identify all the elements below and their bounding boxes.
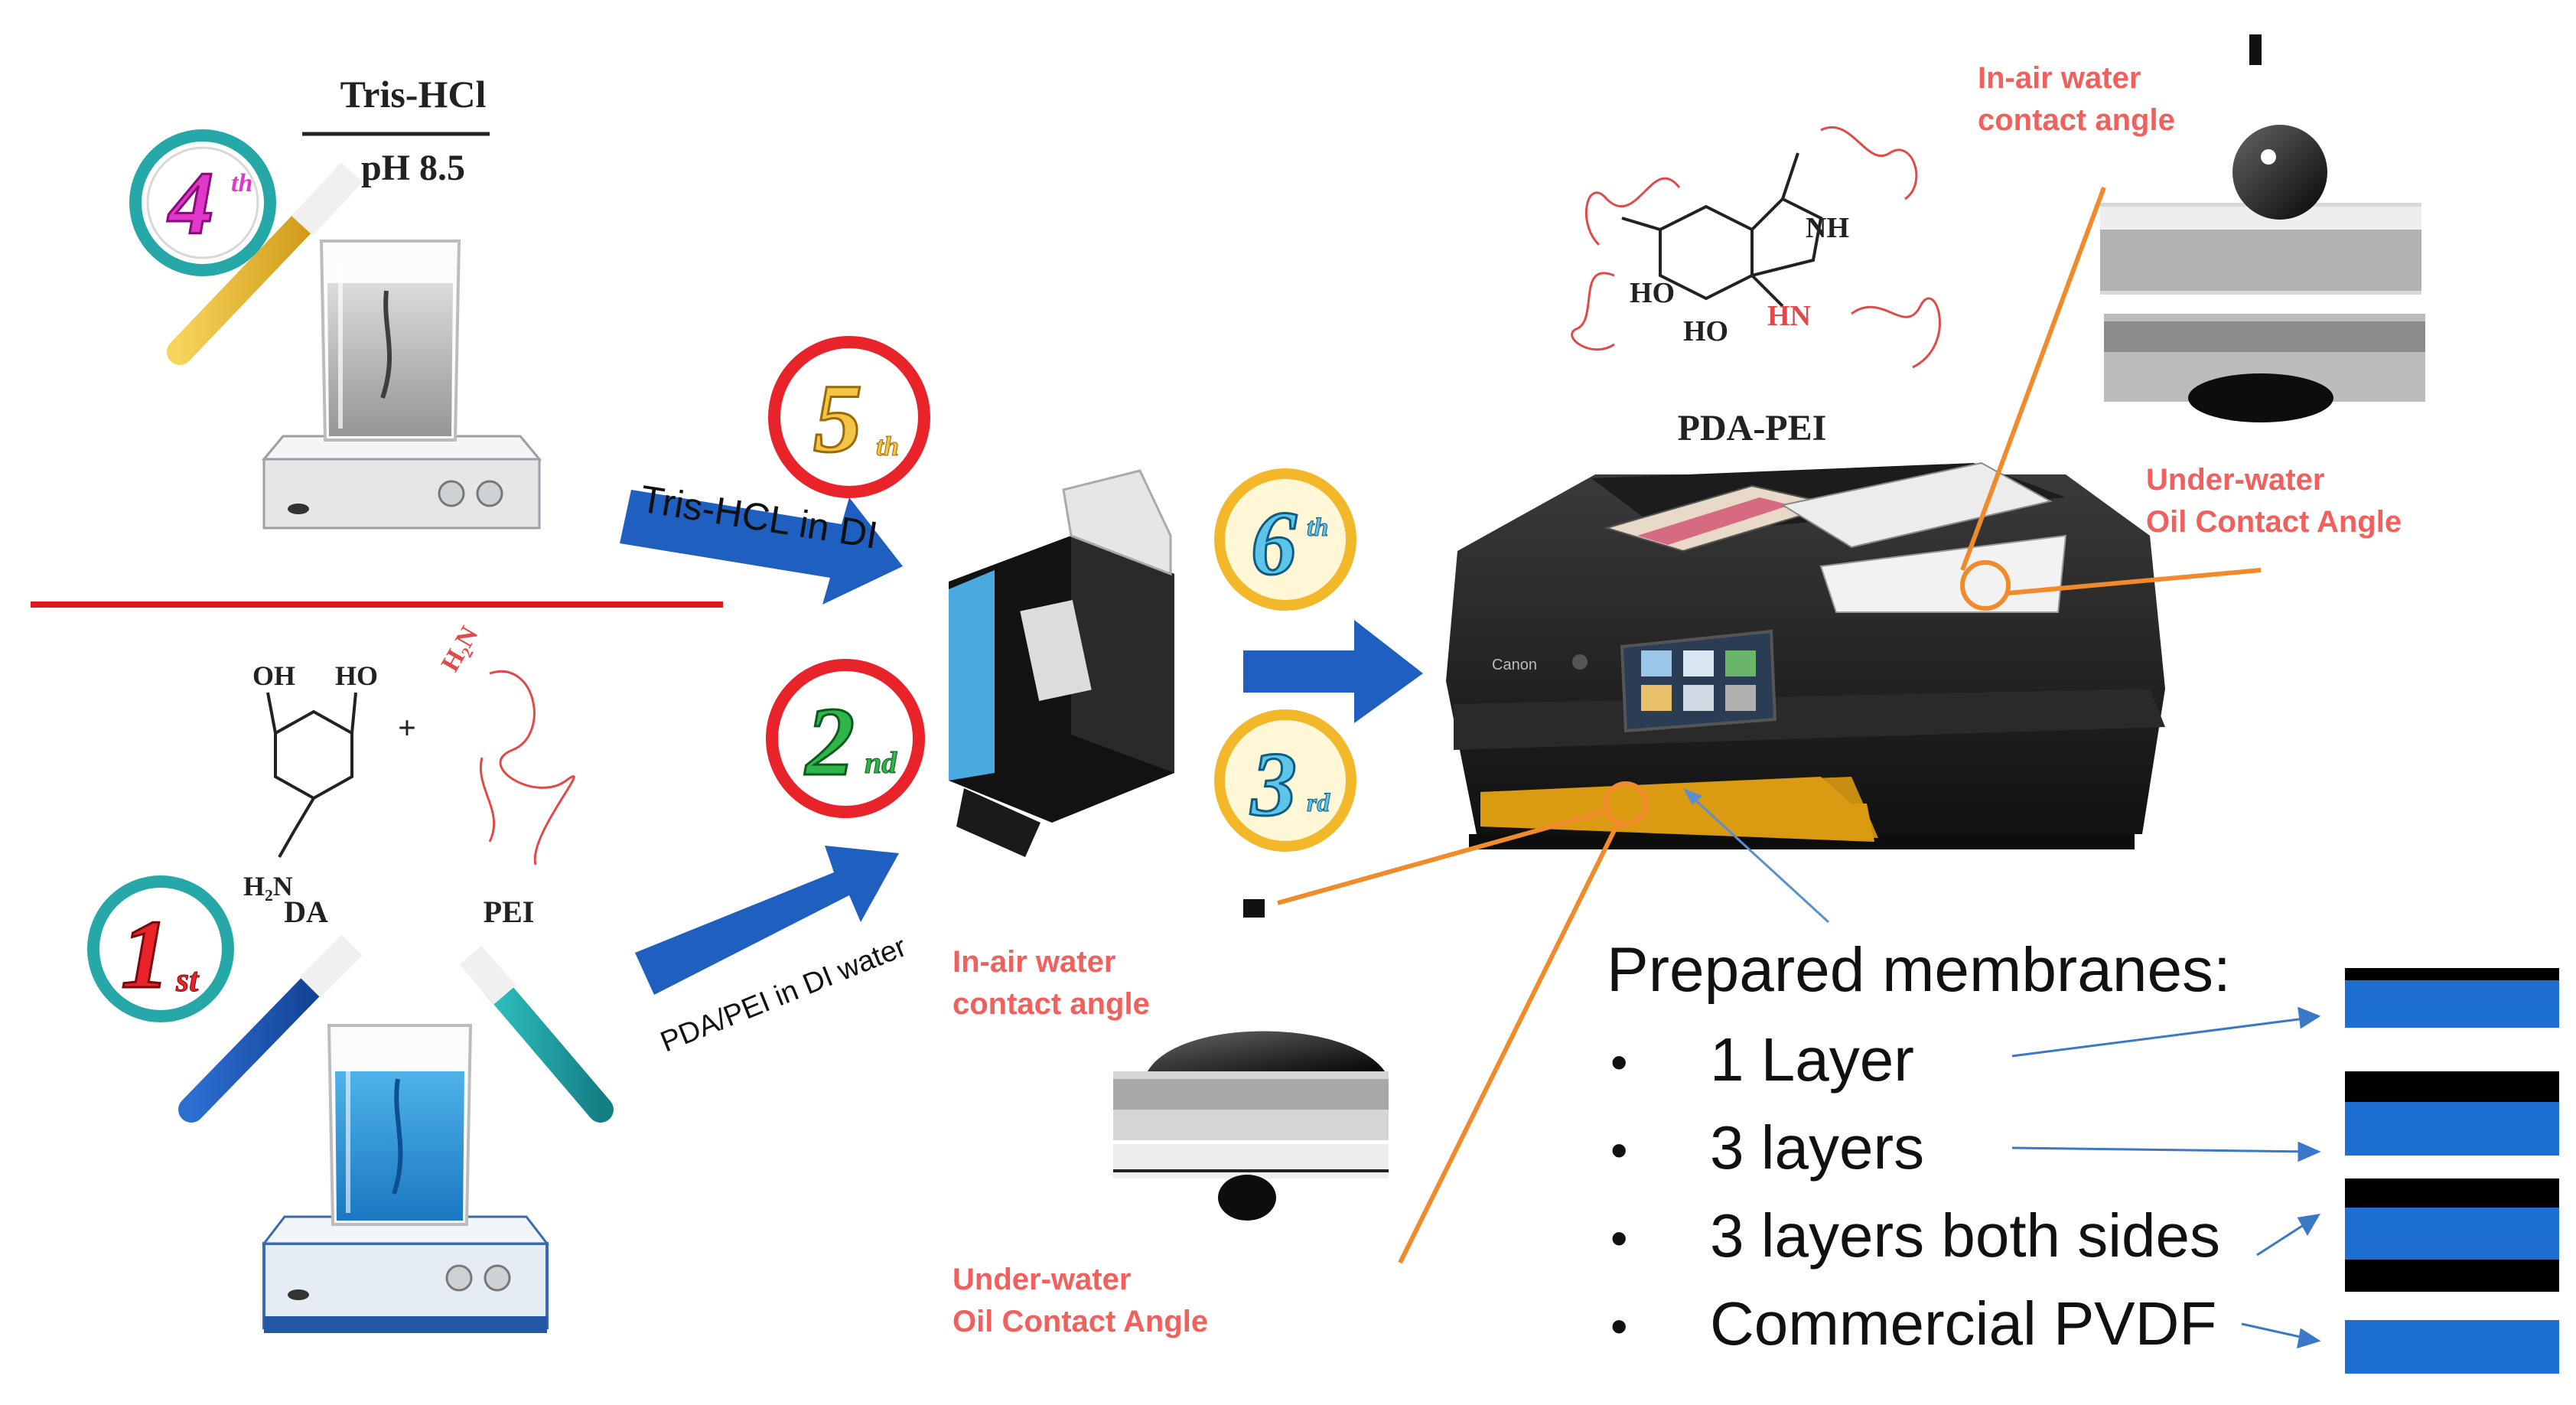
top-inair-line1: In-air water	[1978, 61, 2141, 95]
bottom-inair-label: In-air water contact angle	[953, 945, 1150, 1021]
top-callout-circle	[1960, 560, 2011, 611]
top-underwater-line1: Under-water	[2146, 463, 2324, 497]
test-tube-teal	[459, 945, 614, 1123]
step-badge-5th: 5 th	[768, 336, 930, 498]
top-callout-line-b	[2008, 568, 2262, 595]
bottom-inair-droplet-image	[1113, 1031, 1389, 1140]
beaker-gray	[319, 240, 461, 442]
dopamine-structure: OH HO H₂N	[243, 660, 378, 901]
buffer-header: Tris-HCl pH 8.5	[302, 73, 490, 188]
bullet-4: •	[1610, 1299, 1627, 1354]
beaker-blue	[327, 1024, 473, 1226]
badge-4-number: 4	[168, 153, 214, 253]
badge-2-number: 2	[804, 687, 855, 796]
bottom-underwater-droplet-image	[1113, 1144, 1389, 1221]
pda-hn-label: HN	[1767, 300, 1811, 332]
pei-structure: H₂N	[436, 621, 575, 865]
swatch-3-layers-both-sides	[2345, 1178, 2559, 1292]
pda-pei-structure: NH HO HO HN	[1571, 126, 1941, 369]
membrane-item-1: 1 Layer	[1710, 1025, 1914, 1094]
top-underwater-label: Under-water Oil Contact Angle	[2146, 463, 2402, 539]
top-underwater-line2: Oil Contact Angle	[2146, 505, 2402, 539]
badge-4-suffix: th	[231, 169, 252, 197]
step-badge-3rd: 3 rd	[1214, 709, 1356, 852]
top-callout-line-a	[1960, 186, 2106, 572]
buffer-top-label: Tris-HCl	[340, 73, 487, 116]
badge-6-number: 6	[1251, 492, 1297, 594]
badge-5-number: 5	[813, 364, 862, 473]
dopamine-oh-label: OH	[252, 660, 295, 691]
swatch-3-layers	[2345, 1071, 2559, 1156]
bullet-2: •	[1610, 1123, 1627, 1178]
test-tube-yellow	[167, 162, 363, 365]
badge-5-suffix: th	[876, 431, 899, 461]
test-tube-blue	[178, 934, 363, 1123]
dopamine-ho-label: HO	[335, 660, 378, 691]
swatch-1-layer	[2345, 968, 2559, 1028]
badge-1-number: 1	[121, 900, 170, 1009]
membrane-item-3: 3 layers both sides	[1710, 1201, 2220, 1270]
membrane-sheet-edge	[1480, 777, 1878, 838]
top-underwater-droplet-image	[2104, 314, 2425, 422]
pda-ho-b-label: HO	[1683, 315, 1728, 347]
bullet-1: •	[1610, 1035, 1627, 1090]
bottom-callout-line-b	[1398, 821, 1620, 1264]
pda-pei-title: PDA-PEI	[1678, 408, 1827, 448]
bottom-underwater-label: Under-water Oil Contact Angle	[953, 1263, 1208, 1338]
plus-sign: +	[398, 711, 416, 746]
membrane-item-2: 3 layers	[1710, 1113, 1924, 1182]
step-badge-2nd: 2 nd	[766, 659, 925, 818]
da-label: DA	[284, 895, 328, 929]
prepared-title: Prepared membranes:	[1607, 935, 2231, 1005]
dopamine-amine-label: H₂N	[243, 871, 293, 901]
membrane-pointer-head	[1683, 788, 1702, 805]
pda-ho-a-label: HO	[1630, 277, 1675, 309]
buffer-bottom-label: pH 8.5	[361, 148, 465, 188]
stirrer-blue	[261, 1215, 550, 1333]
bottom-needle	[1243, 899, 1265, 918]
pei-amine-label: H₂N	[436, 621, 484, 676]
pda-nh-label: NH	[1806, 212, 1849, 244]
badge-2-suffix: nd	[865, 745, 897, 780]
pei-label: PEI	[484, 895, 535, 929]
membrane-item-4: Commercial PVDF	[1710, 1289, 2216, 1358]
swatch-commercial-pvdf	[2345, 1320, 2559, 1374]
bottom-callout-circle	[1604, 781, 1648, 826]
bottom-inair-line2: contact angle	[953, 987, 1150, 1021]
membrane-arrows	[2011, 1006, 2321, 1349]
arrow-pda-pei: PDA/PEI in DI water	[635, 846, 911, 1058]
ink-cartridge	[949, 469, 1174, 857]
top-inair-line2: contact angle	[1978, 103, 2175, 137]
bottom-underwater-line1: Under-water	[953, 1263, 1131, 1296]
badge-3-suffix: rd	[1307, 789, 1330, 817]
top-inair-droplet-image	[2100, 125, 2421, 295]
badge-3-number: 3	[1250, 733, 1297, 835]
arrow-to-printer	[1243, 620, 1423, 723]
bottom-underwater-line2: Oil Contact Angle	[953, 1305, 1208, 1338]
badge-1-suffix: st	[175, 961, 200, 999]
stirrer-gray	[261, 435, 542, 530]
bullet-3: •	[1610, 1211, 1627, 1266]
badge-6-suffix: th	[1307, 513, 1328, 542]
top-needle	[2249, 34, 2262, 65]
step-badge-6th: 6 th	[1214, 468, 1356, 611]
membrane-pointer-line	[1689, 794, 1830, 924]
bottom-callout-line-a	[1277, 809, 1607, 905]
step-badge-1st: 1 st	[87, 875, 234, 1022]
top-inair-label: In-air water contact angle	[1978, 61, 2175, 137]
bottom-inair-line1: In-air water	[953, 945, 1115, 979]
printer-brand: Canon	[1492, 657, 1537, 673]
step-badge-4th: 4 th	[129, 129, 276, 276]
